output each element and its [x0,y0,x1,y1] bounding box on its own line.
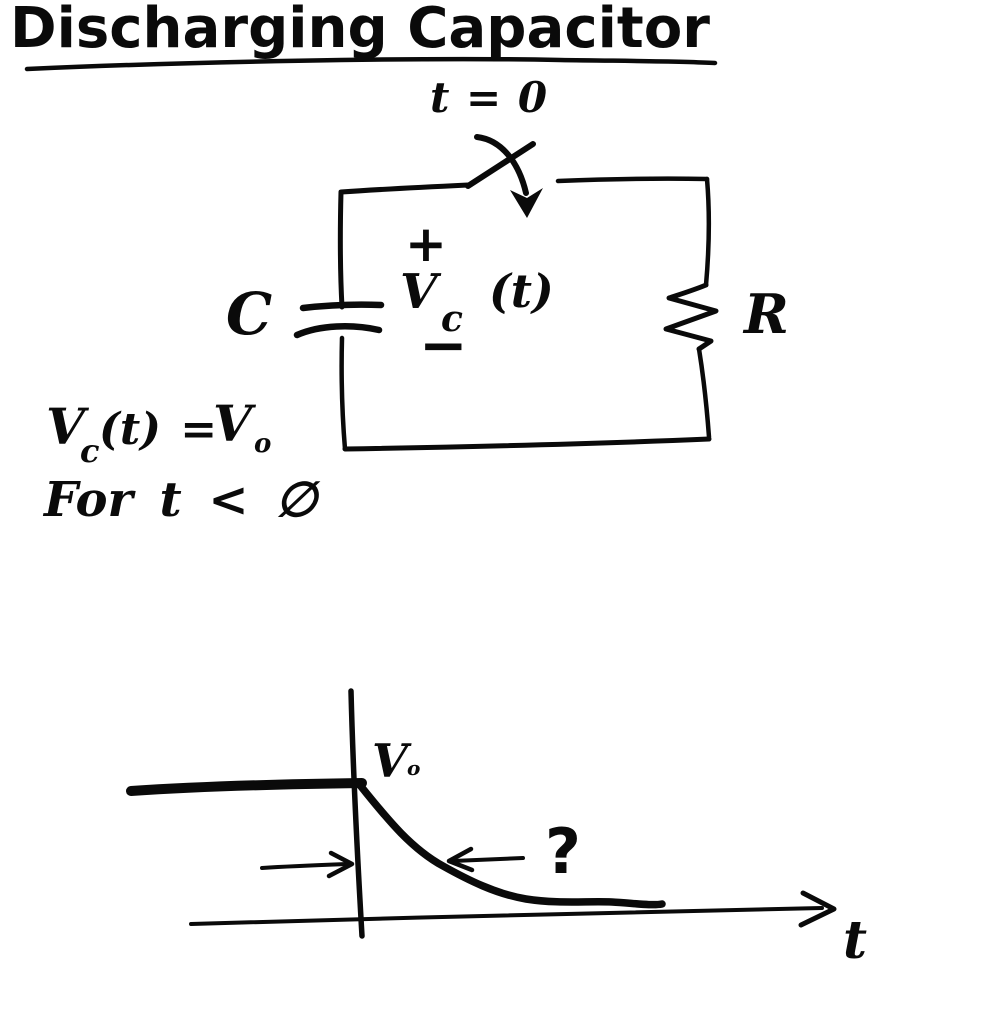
wire-top-right [555,176,710,184]
voltage-symbol: V [400,264,442,320]
capacitor-plate-top [299,301,385,312]
capacitor-plate-bottom [293,323,383,339]
initial-voltage-step-line [126,778,367,796]
wire-left-top [337,182,471,310]
graph-x-axis [189,906,824,926]
wire-left-lower [339,335,348,452]
polarity-minus-sign: − [419,311,468,379]
capacitor-label: C [226,280,272,348]
eq-vc-symbol: V [46,397,90,456]
resistor-zigzag [663,282,719,352]
title-underline [24,56,718,72]
question-mark-annotation: ? [545,815,581,888]
switch-blade [465,141,536,189]
eq-v0-subscript: o [254,429,271,459]
arrow-to-curve-shaft [451,856,525,863]
graph-v0-subscript: o [407,756,420,780]
resistor-label: R [742,282,789,346]
polarity-plus-sign: + [405,215,447,273]
page-title: Discharging Capacitor [10,0,710,61]
graph-v0-symbol: V [372,734,412,788]
voltage-argument: (t) [489,264,554,318]
switch-time-label: t = 0 [430,73,547,122]
eq-condition-line: For t < ∅ [42,472,321,528]
arrow-to-axis-shaft [260,862,349,870]
wire-bottom [342,436,712,452]
x-axis-arrowhead-icon [798,890,837,928]
arrow-to-curve-head-icon [446,846,475,873]
exponential-decay-curve [355,780,666,909]
arrow-to-axis-head-icon [326,850,355,879]
graph-y-axis [348,688,365,939]
x-axis-label: t [843,910,867,971]
wire-right-upper [703,176,712,288]
voltage-subscript: c [441,298,463,340]
eq-v0-symbol: V [213,394,257,453]
switch-arrowhead-icon [510,188,543,218]
wire-right-lower [696,346,712,440]
eq-middle: (t) = [99,404,217,455]
eq-vc-subscript: c [80,432,99,470]
switch-closing-arrow [474,134,529,196]
